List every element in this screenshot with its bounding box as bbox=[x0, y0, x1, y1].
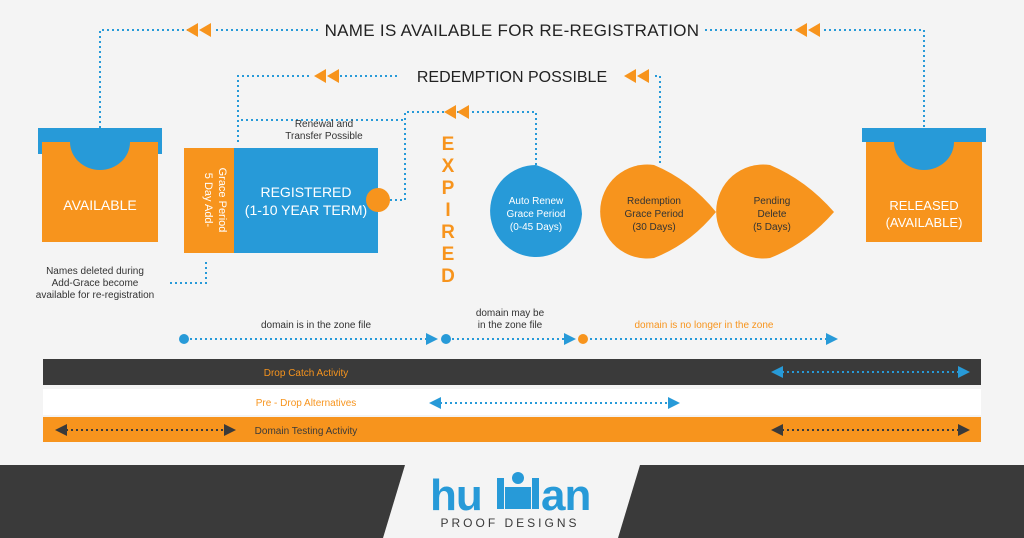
redemption-line1: Redemption bbox=[627, 196, 681, 207]
renewal-loop: Renewal and Transfer Possible bbox=[237, 105, 537, 201]
renewal-label-line1: Renewal and bbox=[295, 119, 353, 130]
double-chevron-left-icon bbox=[624, 69, 649, 83]
brand-logo: hu an PROOF DESIGNS bbox=[430, 471, 591, 530]
redemption-line2: Grace Period bbox=[625, 209, 684, 220]
logo-tagline: PROOF DESIGNS bbox=[440, 516, 579, 530]
drop-catch-bar: Drop Catch Activity bbox=[43, 359, 981, 385]
released-label-line1: RELEASED bbox=[889, 198, 958, 213]
redemption-line3: (30 Days) bbox=[632, 222, 675, 233]
footer: hu an PROOF DESIGNS bbox=[0, 465, 1024, 538]
arrow-right-icon bbox=[426, 333, 438, 345]
expired-letter: E bbox=[442, 244, 455, 265]
logo-hu: hu bbox=[430, 471, 482, 520]
released-label-line2: (AVAILABLE) bbox=[886, 215, 963, 230]
pending-line1: Pending bbox=[754, 196, 791, 207]
redemption-loop: REDEMPTION POSSIBLE bbox=[237, 69, 661, 165]
renewal-label-line2: Transfer Possible bbox=[285, 131, 363, 142]
auto-renew-line1: Auto Renew bbox=[509, 196, 564, 207]
registered-label-line2: (1-10 YEAR TERM) bbox=[245, 202, 367, 218]
reregistration-label: NAME IS AVAILABLE FOR RE-REGISTRATION bbox=[325, 21, 700, 40]
double-chevron-left-icon bbox=[444, 105, 469, 119]
pre-drop-label: Pre - Drop Alternatives bbox=[256, 398, 357, 409]
person-icon bbox=[497, 472, 539, 509]
arrow-left-icon bbox=[429, 397, 441, 409]
auto-renew-line3: (0-45 Days) bbox=[510, 222, 562, 233]
not-in-zone-label: domain is no longer in the zone bbox=[635, 320, 774, 331]
arrow-right-icon bbox=[958, 424, 970, 436]
arrow-right-icon bbox=[826, 333, 838, 345]
drop-catch-label: Drop Catch Activity bbox=[264, 368, 348, 379]
testing-label: Domain Testing Activity bbox=[255, 426, 358, 437]
expired-letter: I bbox=[445, 200, 450, 221]
add-grace-note-line1: Names deleted during bbox=[46, 266, 144, 277]
pre-drop-row: Pre - Drop Alternatives bbox=[43, 389, 981, 415]
arrow-left-icon bbox=[771, 366, 783, 378]
add-grace-note-line3: available for re-registration bbox=[36, 290, 154, 301]
arrow-left-icon bbox=[771, 424, 783, 436]
expired-letter: R bbox=[441, 222, 455, 243]
pending-delete-stage: Pending Delete (5 Days) bbox=[716, 164, 834, 259]
timeline-mid-dot bbox=[441, 334, 451, 344]
double-chevron-left-icon bbox=[795, 23, 820, 37]
redemption-stage: Redemption Grace Period (30 Days) bbox=[600, 164, 716, 259]
available-stage: AVAILABLE bbox=[38, 128, 162, 242]
timeline-orange-dot bbox=[578, 334, 588, 344]
add-grace-line1: 5 Day Add- bbox=[202, 173, 214, 228]
logo-an: an bbox=[541, 471, 590, 520]
expired-letter: P bbox=[442, 178, 455, 199]
expired-letter: E bbox=[442, 134, 455, 155]
expired-letter: D bbox=[441, 266, 455, 287]
released-stage: RELEASED (AVAILABLE) bbox=[862, 128, 986, 242]
registered-endpoint-dot bbox=[366, 188, 390, 212]
testing-bar: Domain Testing Activity bbox=[43, 417, 981, 442]
registered-label-line1: REGISTERED bbox=[260, 184, 351, 200]
maybe-zone-line2: in the zone file bbox=[478, 320, 543, 331]
reregistration-loop: NAME IS AVAILABLE FOR RE-REGISTRATION bbox=[99, 21, 925, 128]
redemption-possible-label: REDEMPTION POSSIBLE bbox=[417, 69, 607, 86]
in-zone-label: domain is in the zone file bbox=[261, 320, 372, 331]
double-chevron-left-icon bbox=[186, 23, 211, 37]
arrow-left-icon bbox=[55, 424, 67, 436]
add-grace-note-line2: Add-Grace become bbox=[52, 278, 139, 289]
pending-line2: Delete bbox=[758, 209, 787, 220]
expired-letter: X bbox=[442, 156, 455, 177]
arrow-right-icon bbox=[224, 424, 236, 436]
pending-line3: (5 Days) bbox=[753, 222, 791, 233]
timeline-start-dot bbox=[179, 334, 189, 344]
double-chevron-left-icon bbox=[314, 69, 339, 83]
maybe-zone-line1: domain may be bbox=[476, 308, 545, 319]
arrow-right-icon bbox=[958, 366, 970, 378]
auto-renew-stage: Auto Renew Grace Period (0-45 Days) bbox=[490, 165, 582, 257]
arrow-right-icon bbox=[564, 333, 576, 345]
arrow-right-icon bbox=[668, 397, 680, 409]
available-label: AVAILABLE bbox=[63, 197, 136, 213]
auto-renew-line2: Grace Period bbox=[507, 209, 566, 220]
registered-stage: 5 Day Add- Grace Period REGISTERED (1-10… bbox=[184, 148, 390, 253]
add-grace-note: Names deleted during Add-Grace become av… bbox=[36, 262, 207, 301]
zone-timeline: domain is in the zone file domain may be… bbox=[179, 308, 838, 345]
add-grace-line2: Grace Period bbox=[216, 168, 228, 233]
